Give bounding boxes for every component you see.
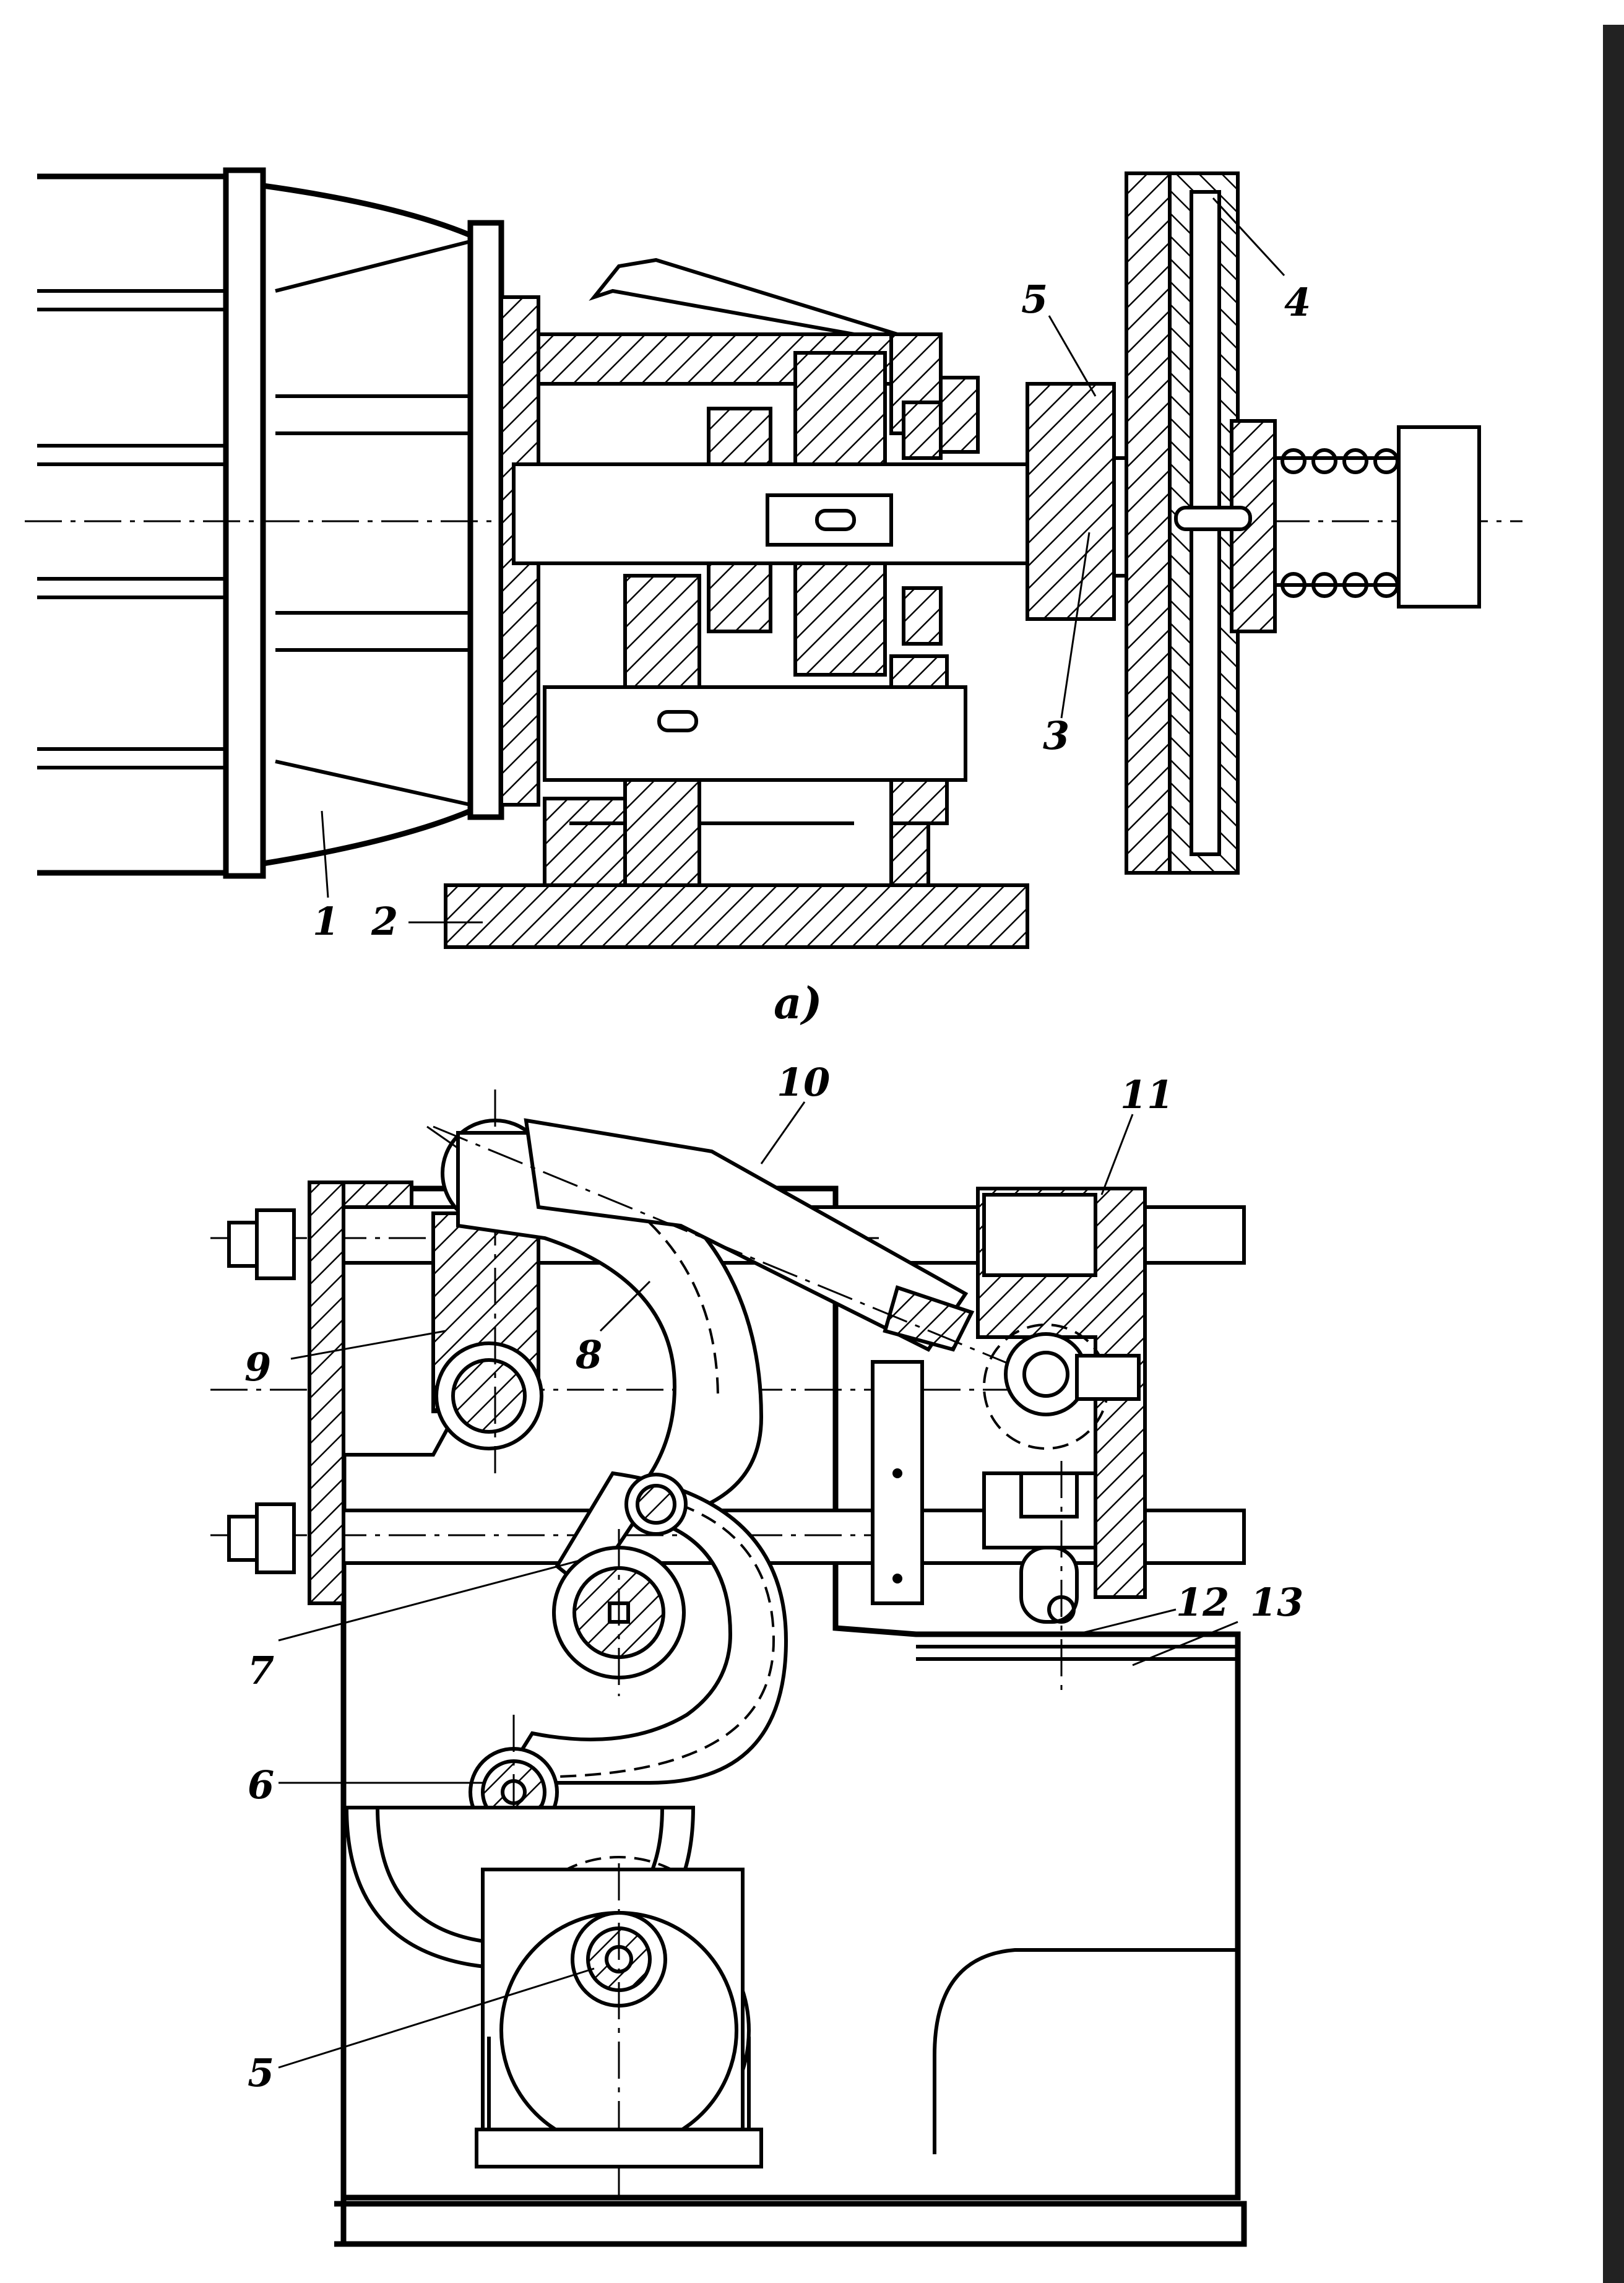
figure-b: 10 11 8 9 7 6 5 12 13	[210, 1060, 1303, 2247]
slider-block-11	[976, 1187, 1147, 1599]
scan-edge	[1603, 25, 1624, 2283]
label-a-2: 2	[371, 899, 398, 944]
arm-10	[524, 1118, 969, 1352]
friction-clutch	[1026, 171, 1481, 875]
label-b-11: 11	[1120, 1072, 1173, 1117]
cam-7	[498, 1471, 788, 1785]
label-b-10: 10	[777, 1060, 830, 1105]
labels-a: 1 2 3 4 5 a)	[313, 197, 1311, 1029]
left-bracket	[308, 1180, 345, 1605]
bolt-head-bottom	[255, 1502, 296, 1574]
motor-body	[37, 167, 504, 879]
base-block	[475, 2128, 763, 2168]
label-b-9: 9	[244, 1345, 271, 1390]
table-13	[916, 1645, 1238, 1661]
label-b-7: 7	[248, 1648, 274, 1693]
label-b-5: 5	[248, 2050, 274, 2095]
bolt-head-top	[255, 1208, 296, 1280]
label-a-1: 1	[313, 899, 339, 944]
clamp-bar	[871, 1360, 924, 1605]
figure-a: 1 2 3 4 5 a)	[25, 167, 1522, 1029]
stylus	[1019, 1546, 1079, 1624]
label-a-5: 5	[1021, 277, 1048, 322]
label-a-3: 3	[1043, 713, 1069, 758]
label-b-8: 8	[575, 1332, 602, 1377]
caption-a: a)	[774, 977, 822, 1029]
label-b-13: 13	[1250, 1580, 1303, 1625]
label-b-6: 6	[248, 1762, 274, 1808]
reducer-housing	[444, 258, 1029, 949]
label-b-12: 12	[1176, 1580, 1229, 1625]
labels-b: 10 11 8 9 7 6 5 12 13	[244, 1060, 1303, 2095]
frame-plate	[340, 1185, 1241, 2244]
label-a-4: 4	[1284, 280, 1311, 325]
